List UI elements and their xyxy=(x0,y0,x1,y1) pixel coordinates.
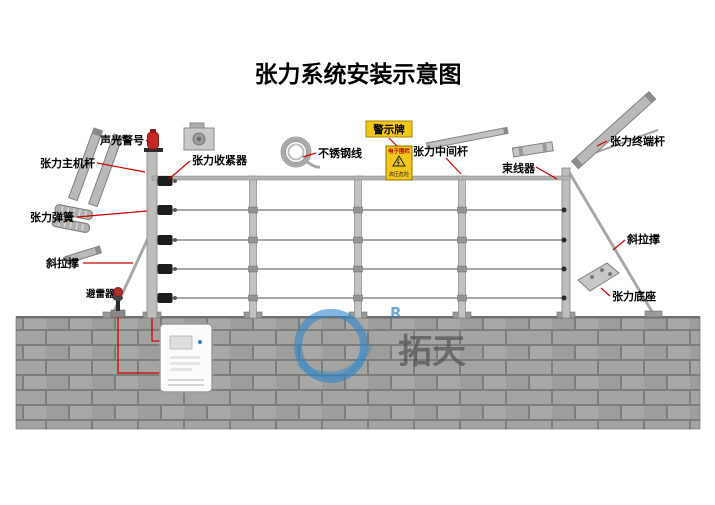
power-cable-1 xyxy=(151,318,160,342)
watermark-brand: 拓天 xyxy=(398,332,466,372)
lightning-arrester xyxy=(110,287,126,318)
label-steel-wire: 不锈钢线 xyxy=(318,146,362,160)
label-alarm: 声光警号 xyxy=(99,133,144,147)
label-warning-sign-box: 警示牌 xyxy=(365,120,413,138)
leader-lines xyxy=(76,137,626,297)
label-warning-sign: 警示牌 xyxy=(372,123,405,136)
photo-main-pole xyxy=(68,127,124,208)
photo-base-plate xyxy=(577,262,620,292)
label-spring: 张力弹簧 xyxy=(30,210,74,224)
label-brace-right: 斜拉撑 xyxy=(626,232,660,246)
main-post xyxy=(146,149,158,319)
page-title: 张力系统安装示意图 xyxy=(255,61,462,88)
warning-sign-line2: 高压危险 xyxy=(389,171,409,178)
power-cable-2 xyxy=(117,317,160,374)
label-middle-pole: 张力中间杆 xyxy=(413,144,468,158)
label-main-pole: 张力主机杆 xyxy=(40,156,95,170)
fence xyxy=(102,129,663,319)
label-brace-left: 斜拉撑 xyxy=(45,256,79,270)
controller-screen xyxy=(169,335,193,350)
labels: 声光警号 张力主机杆 张力收紧器 不锈钢线 警示牌 张力中间杆 束线器 张力终端… xyxy=(30,120,665,303)
watermark-swoosh xyxy=(296,342,373,379)
label-arrester: 避雷器 xyxy=(86,288,115,300)
terminal-post xyxy=(561,167,571,319)
photo-middle-pole xyxy=(425,126,509,150)
photo-steel-wire-coil xyxy=(280,136,321,169)
watermark-r-mark: R xyxy=(390,304,402,322)
brace-foot-right xyxy=(644,310,663,318)
photo-terminal-pole xyxy=(570,90,659,170)
photo-spring xyxy=(51,204,94,233)
photo-wire-binder xyxy=(511,141,554,158)
top-rail xyxy=(151,175,571,181)
label-tightener: 张力收紧器 xyxy=(192,153,248,167)
terminal-anchors xyxy=(561,207,567,301)
warning-sign: 电子围栏 高压危险 xyxy=(385,145,413,181)
watermark-logo-ring xyxy=(294,309,368,383)
label-wire-binder: 束线器 xyxy=(502,161,536,175)
photo-tightener xyxy=(183,122,215,151)
lightning-bolt-icon xyxy=(396,158,400,166)
tightener-devices xyxy=(157,176,177,303)
diagonal-brace-right xyxy=(567,171,656,316)
warning-triangle-icon xyxy=(392,155,406,167)
label-terminal-pole: 张力终端杆 xyxy=(610,134,665,148)
controller-box xyxy=(117,317,213,393)
wire-connectors xyxy=(248,206,467,302)
warning-sign-line1: 电子围栏 xyxy=(388,147,411,155)
photo-brace xyxy=(64,245,103,264)
watermark: R 拓天 xyxy=(294,304,466,383)
beacon-dome xyxy=(147,131,159,150)
label-base: 张力底座 xyxy=(612,289,656,303)
